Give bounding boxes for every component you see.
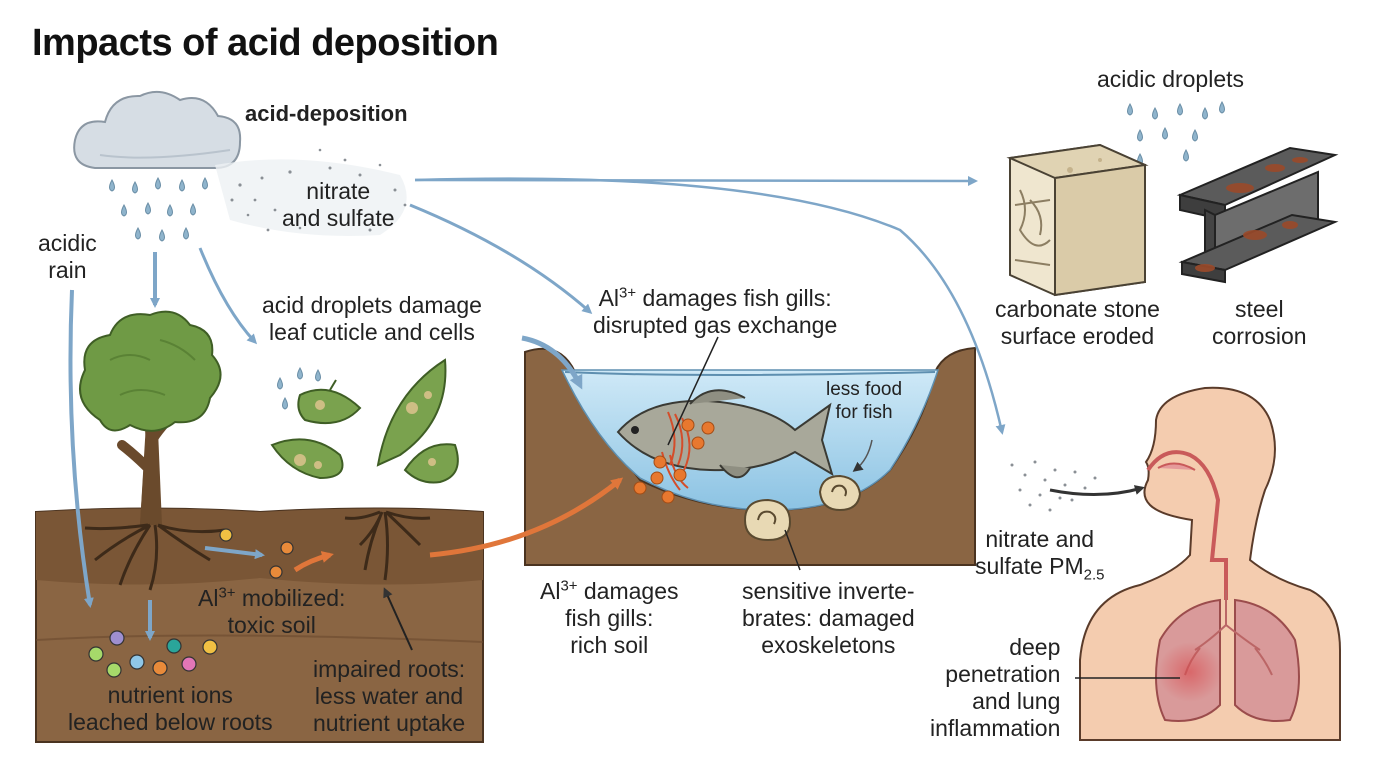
aluminum-ions-water [633, 418, 715, 504]
nutrient-line-2: leached below roots [68, 709, 273, 735]
steel-beam-icon [1176, 146, 1339, 284]
acidic-rain-line-2: rain [48, 257, 87, 283]
less-food-line-1: less food [826, 379, 903, 400]
nutrient-line-1: nutrient ions [107, 682, 233, 708]
steel-line-2: corrosion [1212, 323, 1307, 349]
gills-bottom-label: Al3+ damages fish gills: rich soil [540, 578, 679, 659]
carbonate-stone-icon [1006, 143, 1149, 297]
stone-line-2: surface eroded [1000, 323, 1155, 349]
invert-line-3: exoskeletons [761, 632, 896, 658]
arrows [68, 175, 1145, 651]
stone-label: carbonate stone surface eroded [995, 296, 1160, 350]
steel-label: steel corrosion [1212, 296, 1307, 350]
leaf-damage-line-1: acid droplets damage [262, 292, 482, 318]
gills-top-line-2: disrupted gas exchange [593, 312, 838, 338]
gills-bottom-text: damages [577, 578, 679, 604]
al-charge: 3+ [218, 584, 236, 602]
cloud-icon [73, 90, 242, 169]
lung-line-3: and lung [972, 688, 1061, 714]
leader-lines [667, 336, 1180, 679]
al-ion: Al [198, 585, 219, 611]
pm-text: sulfate PM [975, 553, 1084, 579]
gills-top-line-1: Al3+ damages fish gills: [593, 285, 837, 312]
gills-bottom-ion: Al [540, 578, 561, 604]
tree-icon [79, 310, 226, 591]
acidic-droplets-label: acidic droplets [1097, 66, 1245, 92]
pm-subscript: 2.5 [1083, 566, 1105, 584]
al-mobilized-text: mobilized: [235, 585, 346, 611]
less-food-label: less food for fish [826, 378, 902, 424]
acidic-rain-line-1: acidic [38, 230, 97, 256]
particle-haze [215, 148, 407, 236]
lung-line-1: deep [1009, 634, 1061, 660]
soil-ions [88, 528, 294, 678]
page-title: Impacts of acid deposition [32, 22, 499, 64]
leaf-damage-label: acid droplets damage leaf cuticle and ce… [262, 292, 482, 346]
roots-line-1: impaired roots: [313, 656, 466, 682]
gills-top-charge: 3+ [619, 284, 637, 302]
al-mobilized-line-1: Al3+ mobilized: [198, 585, 345, 612]
invert-line-1: sensitive inverte- [742, 578, 915, 604]
rain-drops [109, 176, 208, 242]
invertebrates-label: sensitive inverte- brates: damaged exosk… [742, 578, 915, 659]
stone-line-1: carbonate stone [995, 296, 1160, 322]
al-mobilized-label: Al3+ mobilized: toxic soil [198, 585, 345, 639]
acidic-rain-label: acidic rain [38, 230, 97, 284]
gills-top-text: damages fish gills: [636, 285, 832, 311]
lung-line-2: penetration [945, 661, 1061, 687]
leaf-damage-line-2: leaf cuticle and cells [269, 319, 475, 345]
acid-deposition-label: acid-deposition [245, 101, 408, 126]
nitrate-sulfate-line-1: nitrate [306, 178, 371, 204]
lung-line-4: inflammation [930, 715, 1061, 741]
human-figure-icon [1079, 386, 1341, 741]
al-mobilized-line-2: toxic soil [227, 612, 316, 638]
pm-particles [1010, 460, 1097, 512]
gills-bottom-line-1: Al3+ damages [540, 578, 679, 605]
gills-bottom-line-3: rich soil [570, 632, 649, 658]
nutrient-ions-label: nutrient ions leached below roots [68, 682, 273, 736]
invert-line-2: brates: damaged [742, 605, 915, 631]
impaired-roots-icon [344, 510, 431, 581]
steel-line-1: steel [1235, 296, 1284, 322]
acidic-droplets-icon [1127, 100, 1225, 166]
nitrate-sulfate-line-2: and sulfate [282, 205, 395, 231]
pm-line-2: sulfate PM2.5 [975, 553, 1104, 583]
gills-bottom-line-2: fish gills: [565, 605, 654, 631]
roots-line-2: less water and [314, 683, 464, 709]
gills-top-label: Al3+ damages fish gills: disrupted gas e… [593, 285, 837, 339]
pm-line-1: nitrate and [985, 526, 1095, 552]
damaged-leaves [270, 358, 459, 484]
roots-line-3: nutrient uptake [313, 710, 466, 736]
pm-label: nitrate and sulfate PM2.5 [975, 526, 1104, 583]
impaired-roots-label: impaired roots: less water and nutrient … [313, 656, 465, 737]
lung-label: deep penetration and lung inflammation [930, 634, 1060, 742]
snail-shells-icon [743, 474, 862, 542]
gills-bottom-charge: 3+ [560, 577, 578, 595]
less-food-line-2: for fish [835, 402, 893, 423]
gills-top-ion: Al [598, 285, 620, 311]
nitrate-sulfate-label: nitrate and sulfate [282, 178, 395, 232]
